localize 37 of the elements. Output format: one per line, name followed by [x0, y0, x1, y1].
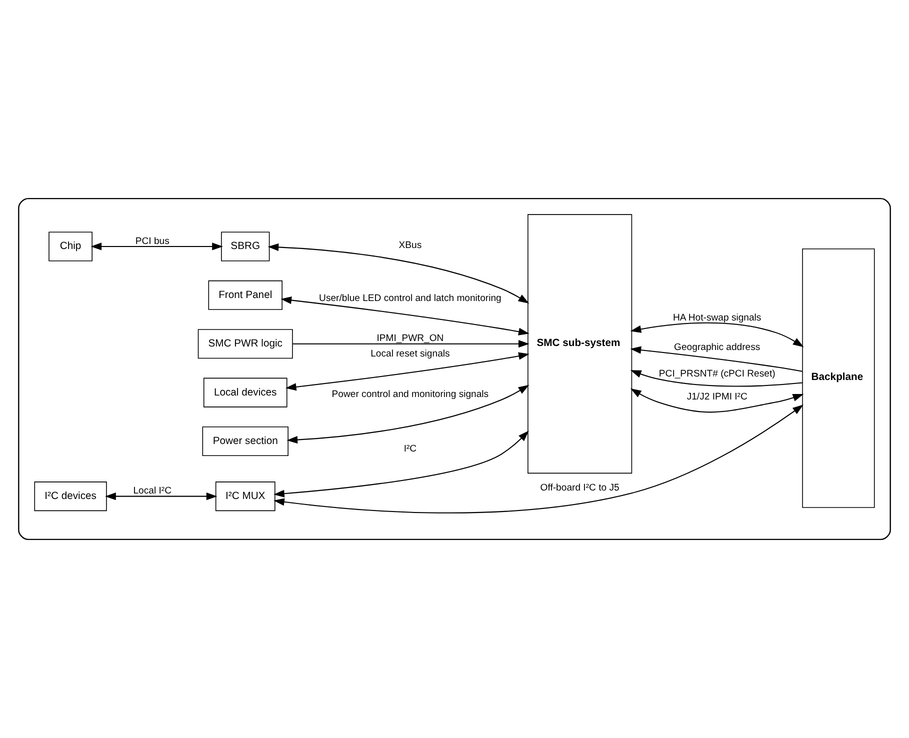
- arrow: [105, 492, 218, 500]
- arrow: [292, 340, 530, 348]
- edge-label: PCI_PRSNT# (cPCI Reset): [658, 368, 776, 380]
- node-box: SMC PWR logic: [198, 329, 293, 359]
- arrow: [630, 388, 804, 413]
- edge-label: Local reset signals: [370, 348, 450, 360]
- node-box: Backplane: [802, 248, 875, 508]
- node-box: I²C devices: [34, 482, 107, 512]
- edge-label: Local I²C: [133, 486, 172, 497]
- arrow: [280, 296, 530, 336]
- edge-label: Geographic address: [674, 342, 760, 353]
- arrow: [630, 322, 804, 348]
- node-box: Local devices: [203, 378, 288, 408]
- cluster: [18, 198, 891, 540]
- edge-label: HA Hot-swap signals: [673, 312, 762, 324]
- edge-label: J1/J2 IPMI I²C: [686, 391, 748, 402]
- edge-label: PCI bus: [135, 236, 170, 247]
- edge-label: IPMI_PWR_ON: [376, 333, 444, 344]
- edge-label: XBus: [398, 240, 422, 251]
- arrow: [274, 404, 804, 514]
- node-box: SBRG: [221, 232, 270, 262]
- arrow: [286, 384, 530, 444]
- arrow: [285, 352, 530, 391]
- arrow: [268, 243, 530, 304]
- edge-label: I²C: [404, 443, 417, 454]
- edge-label: Power control and monitoring signals: [332, 389, 489, 400]
- edge-label: User/blue LED control and latch monitoring: [319, 293, 502, 304]
- node-box: Front Panel: [208, 280, 282, 310]
- node-box: SMC sub-system: [528, 214, 632, 474]
- arrow: [630, 346, 802, 372]
- node-box: Power section: [202, 426, 288, 456]
- arrow: [274, 430, 529, 498]
- edge-label: Off-board I²C to J5: [540, 482, 620, 494]
- arrow: [630, 370, 802, 387]
- arrow: [90, 242, 223, 250]
- node-box: I²C MUX: [215, 482, 276, 512]
- node-box: Chip: [48, 232, 92, 262]
